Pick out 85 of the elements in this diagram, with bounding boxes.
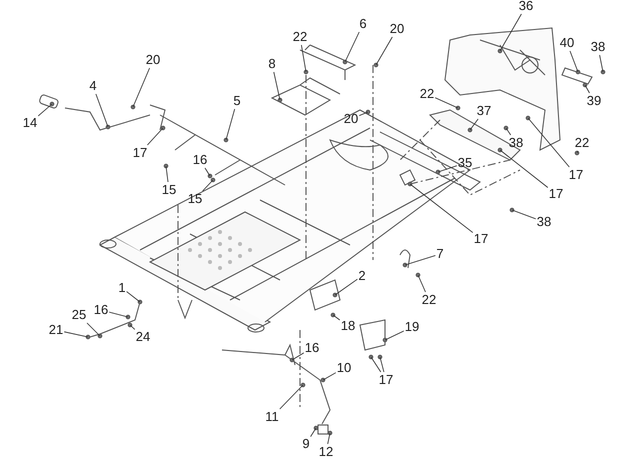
callout-number: 20 bbox=[344, 112, 358, 126]
leader-line bbox=[344, 32, 360, 62]
callout-number: 17 bbox=[474, 232, 488, 246]
leader-line bbox=[96, 94, 108, 128]
leader-line bbox=[410, 184, 474, 233]
callout-number: 10 bbox=[336, 361, 352, 375]
callout-number: 1 bbox=[118, 281, 126, 295]
callout-number: 16 bbox=[192, 153, 208, 167]
leader-line bbox=[334, 278, 358, 296]
leader-line bbox=[570, 50, 578, 72]
leader-line bbox=[108, 312, 128, 318]
callout-number: 9 bbox=[302, 437, 310, 451]
leader-line bbox=[500, 150, 548, 188]
callout-number: 22 bbox=[574, 136, 590, 150]
callout-number: 2 bbox=[358, 269, 366, 283]
callout-number: 17 bbox=[132, 146, 148, 160]
callout-number: 24 bbox=[136, 330, 150, 344]
leader-line bbox=[506, 128, 512, 136]
leader-line bbox=[332, 314, 340, 320]
callout-number: 16 bbox=[304, 341, 320, 355]
leader-line bbox=[202, 180, 214, 192]
callout-number: 16 bbox=[94, 303, 108, 317]
callout-number: 17 bbox=[568, 168, 584, 182]
leader-line bbox=[64, 331, 88, 338]
callout-number: 20 bbox=[146, 53, 160, 67]
leader-line bbox=[370, 356, 382, 372]
callout-number: 19 bbox=[404, 320, 420, 334]
leader-line bbox=[418, 274, 426, 292]
leader-line bbox=[322, 372, 336, 380]
callout-number: 15 bbox=[188, 192, 202, 206]
leader-line bbox=[132, 68, 150, 108]
leader-line bbox=[273, 72, 280, 100]
callout-number: 37 bbox=[476, 104, 492, 118]
leader-line bbox=[147, 128, 164, 146]
leader-line bbox=[38, 104, 52, 116]
callout-number: 14 bbox=[22, 116, 38, 130]
callout-number: 8 bbox=[268, 57, 276, 71]
leader-line bbox=[376, 36, 393, 66]
leader-line bbox=[226, 108, 236, 140]
callout-number: 21 bbox=[48, 323, 64, 337]
callout-number: 4 bbox=[89, 79, 97, 93]
leader-line bbox=[327, 432, 330, 444]
callout-number: 5 bbox=[233, 94, 241, 108]
callout-number: 6 bbox=[359, 17, 367, 31]
leader-line bbox=[528, 118, 570, 168]
leader-line bbox=[292, 352, 304, 360]
callout-number: 20 bbox=[390, 22, 404, 36]
leader-line bbox=[166, 166, 168, 182]
leader-line bbox=[434, 97, 458, 108]
leader-line bbox=[384, 330, 404, 340]
leader-line bbox=[599, 54, 604, 72]
callout-number: 22 bbox=[422, 293, 436, 307]
leader-line bbox=[380, 356, 384, 372]
callout-number: 22 bbox=[420, 87, 434, 101]
leader-line bbox=[576, 150, 578, 154]
callout-number: 38 bbox=[536, 215, 552, 229]
callout-number: 17 bbox=[548, 187, 564, 201]
callout-number: 18 bbox=[340, 319, 356, 333]
leader-line bbox=[438, 165, 458, 172]
callout-number: 7 bbox=[436, 247, 444, 261]
leader-line bbox=[310, 428, 316, 437]
callout-number: 22 bbox=[292, 30, 308, 44]
leader-line bbox=[126, 291, 140, 302]
leader-line bbox=[130, 324, 136, 330]
callout-number: 35 bbox=[458, 156, 472, 170]
leader-line bbox=[301, 44, 306, 72]
callout-number: 15 bbox=[162, 183, 176, 197]
leader-line bbox=[470, 118, 478, 130]
leader-line bbox=[358, 112, 368, 116]
callout-number: 17 bbox=[378, 373, 394, 387]
leader-line bbox=[204, 168, 210, 176]
leader-line bbox=[512, 210, 536, 220]
callout-number: 36 bbox=[518, 0, 534, 13]
callout-number: 39 bbox=[586, 94, 602, 108]
callout-number: 38 bbox=[590, 40, 606, 54]
leader-line bbox=[500, 14, 522, 52]
leader-line bbox=[584, 84, 590, 94]
callout-number: 40 bbox=[560, 36, 574, 50]
leader-line bbox=[279, 384, 304, 410]
callout-number: 11 bbox=[265, 410, 279, 424]
callout-number: 38 bbox=[508, 136, 524, 150]
callout-number: 12 bbox=[318, 445, 334, 459]
leader-line bbox=[404, 255, 436, 266]
callout-number: 25 bbox=[72, 308, 86, 322]
leader-line bbox=[86, 322, 100, 336]
